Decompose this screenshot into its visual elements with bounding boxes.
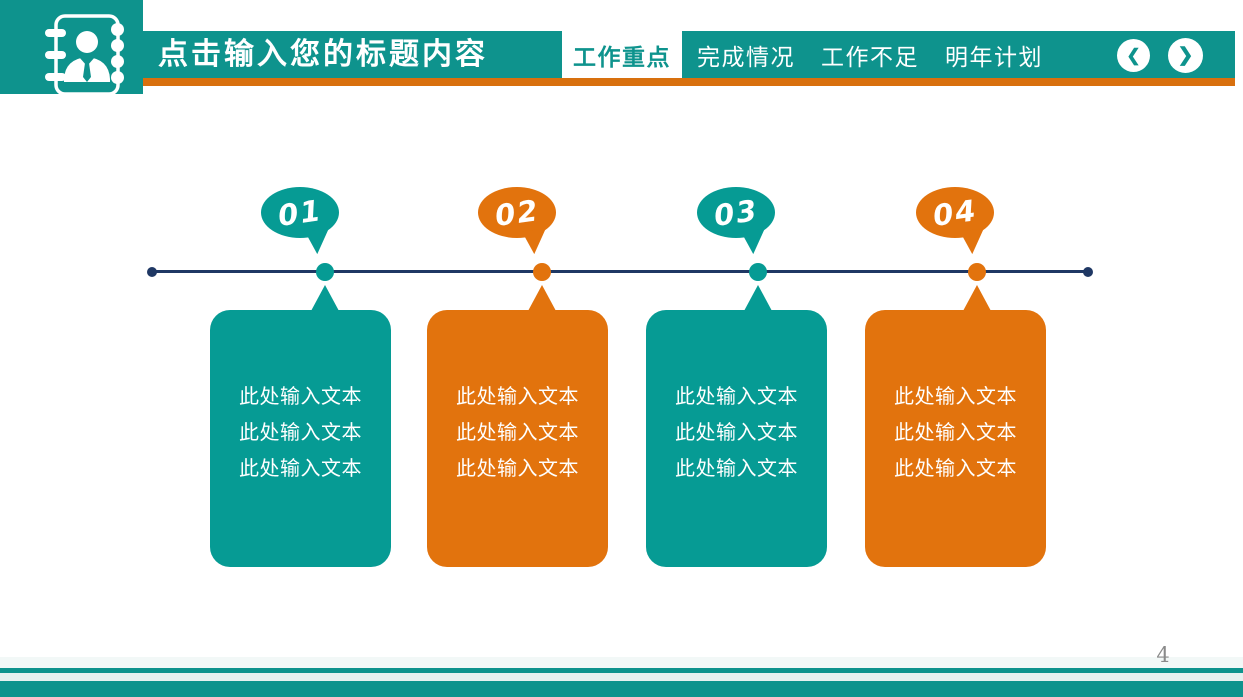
tab-next-year-plan[interactable]: 明年计划: [945, 43, 1043, 70]
card-text-line: 此处输入文本: [675, 458, 798, 480]
step-2-bubble-tail: [521, 228, 549, 256]
step-1-card-tail: [311, 285, 339, 311]
timeline-endpoint-dot-left: [147, 267, 157, 277]
timeline-line: [152, 270, 1089, 273]
next-slide-button[interactable]: ❯: [1168, 38, 1203, 73]
card-text-line: 此处输入文本: [456, 386, 579, 408]
page-number: 4: [1156, 643, 1170, 667]
corner-logo-block: [0, 0, 143, 96]
step-3-number: 03: [711, 192, 761, 233]
card-text-line: 此处输入文本: [239, 386, 362, 408]
step-1-card[interactable]: 此处输入文本 此处输入文本 此处输入文本: [210, 310, 391, 567]
step-4-number: 04: [930, 192, 980, 233]
slide-title-placeholder[interactable]: 点击输入您的标题内容: [158, 38, 488, 71]
chevron-left-icon: ❮: [1126, 46, 1141, 65]
orange-accent-strip: [143, 78, 1235, 86]
step-3-number-bubble: 03: [697, 187, 775, 238]
step-2-card-tail: [528, 285, 556, 311]
card-text-line: 此处输入文本: [239, 422, 362, 444]
step-3-card[interactable]: 此处输入文本 此处输入文本 此处输入文本: [646, 310, 827, 567]
header-bar: 点击输入您的标题内容 工作重点 完成情况 工作不足 明年计划 ❮ ❯: [143, 31, 1235, 78]
footer-thin-line: [0, 668, 1243, 673]
step-1-bubble-tail: [304, 228, 332, 256]
step-4-card-tail: [963, 285, 991, 311]
step-2-timeline-dot: [533, 263, 551, 281]
step-1-number-bubble: 01: [261, 187, 339, 238]
step-4-number-bubble: 04: [916, 187, 994, 238]
card-text-line: 此处输入文本: [239, 458, 362, 480]
section-tab-bar: 工作重点 完成情况 工作不足 明年计划: [562, 31, 1056, 78]
card-text-line: 此处输入文本: [894, 422, 1017, 444]
step-1-number: 01: [275, 192, 325, 233]
step-4-bubble-tail: [959, 228, 987, 256]
contact-book-icon: [45, 14, 124, 96]
card-text-line: 此处输入文本: [894, 458, 1017, 480]
footer-bar: [0, 681, 1243, 697]
card-text-line: 此处输入文本: [894, 386, 1017, 408]
footer-gap-band: [0, 673, 1243, 681]
step-2-number: 02: [492, 192, 542, 233]
chevron-right-icon: ❯: [1177, 45, 1194, 66]
card-text-line: 此处输入文本: [456, 458, 579, 480]
footer-light-band: [0, 657, 1243, 668]
tab-shortcomings[interactable]: 工作不足: [821, 43, 919, 70]
step-3-timeline-dot: [749, 263, 767, 281]
step-2-number-bubble: 02: [478, 187, 556, 238]
step-3-bubble-tail: [740, 228, 768, 256]
tab-completion-status[interactable]: 完成情况: [697, 43, 795, 70]
timeline-endpoint-dot-right: [1083, 267, 1093, 277]
card-text-line: 此处输入文本: [675, 386, 798, 408]
step-4-timeline-dot: [968, 263, 986, 281]
step-2-card[interactable]: 此处输入文本 此处输入文本 此处输入文本: [427, 310, 608, 567]
step-1-timeline-dot: [316, 263, 334, 281]
card-text-line: 此处输入文本: [456, 422, 579, 444]
step-4-card[interactable]: 此处输入文本 此处输入文本 此处输入文本: [865, 310, 1046, 567]
card-text-line: 此处输入文本: [675, 422, 798, 444]
prev-slide-button[interactable]: ❮: [1117, 39, 1150, 72]
tab-work-focus[interactable]: 工作重点: [562, 31, 682, 78]
step-3-card-tail: [744, 285, 772, 311]
